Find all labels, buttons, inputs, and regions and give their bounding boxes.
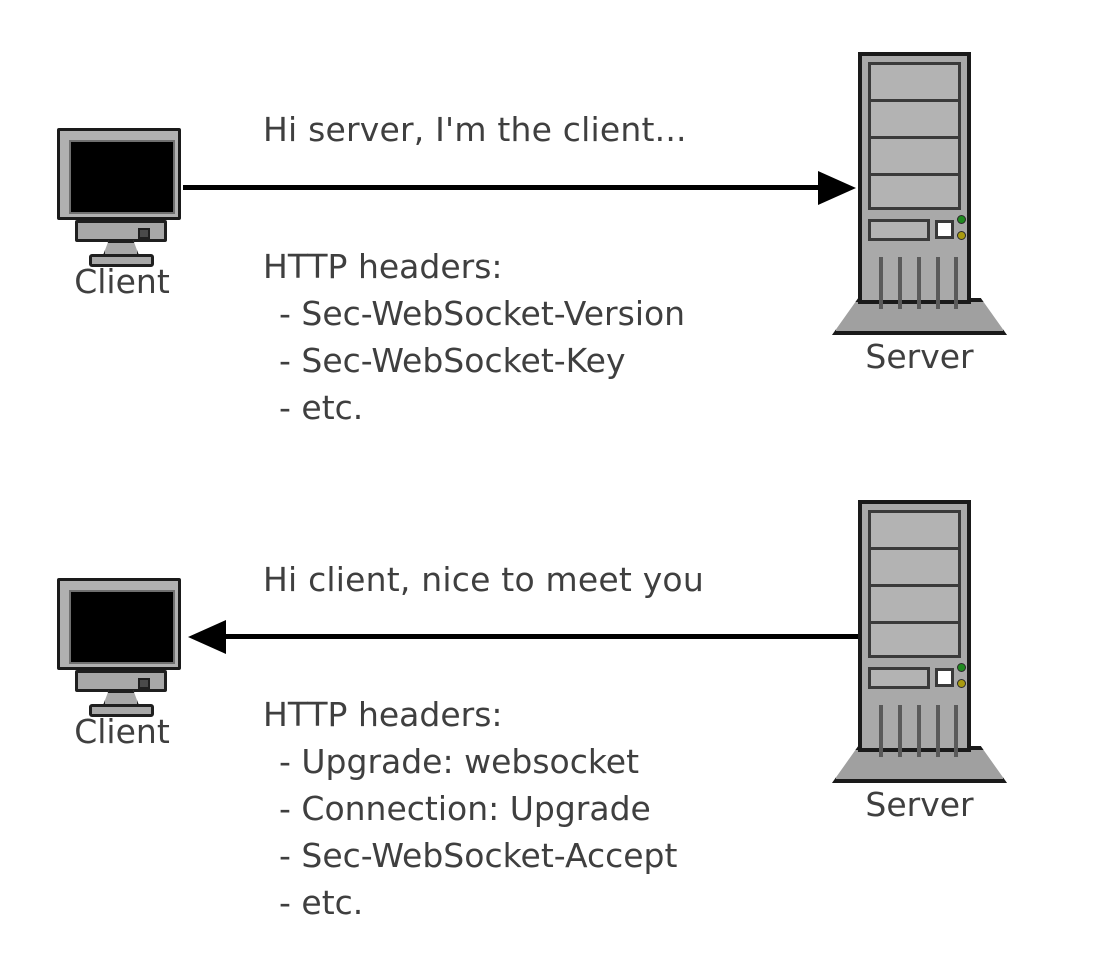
server-bay-divider [868,173,961,176]
monitor-screen [69,590,175,664]
server-led-green-icon [957,663,966,672]
server-response-headers: HTTP headers: - Upgrade: websocket - Con… [263,691,677,926]
header-item: - Sec-WebSocket-Accept [279,836,678,875]
monitor-neck-bar [75,220,167,242]
arrow-head-right-icon [818,171,856,205]
server-power-button [935,220,954,239]
monitor-base [89,704,154,717]
server-front-panel [868,667,930,689]
server-vent [917,705,921,757]
server-tower-icon-bottom [832,500,1007,783]
server-vent [898,257,902,309]
server-vent [936,257,940,309]
server-bay-divider [868,584,961,587]
header-item: - Upgrade: websocket [279,742,640,781]
arrow-line [183,185,821,190]
client-to-server-message: Hi server, I'm the client... [263,110,687,149]
server-led-green-icon [957,215,966,224]
client-monitor-icon [57,128,187,278]
header-item: - Sec-WebSocket-Key [279,341,626,380]
monitor-port-notch [138,678,150,689]
server-bay-divider [868,621,961,624]
server-vent [954,257,958,309]
client-request-headers: HTTP headers: - Sec-WebSocket-Version - … [263,243,685,431]
server-bay-divider [868,99,961,102]
headers-title: HTTP headers: [263,695,503,734]
client-label-top: Client [74,262,170,301]
server-vent [898,705,902,757]
server-vent [879,705,883,757]
server-vent [879,257,883,309]
monitor-neck-bar [75,670,167,692]
server-front-panel [868,219,930,241]
monitor-screen [69,140,175,214]
server-bay-divider [868,547,961,550]
client-monitor-icon-bottom [57,578,187,728]
server-vent [954,705,958,757]
header-item: - Sec-WebSocket-Version [279,294,686,333]
server-bay-divider [868,136,961,139]
server-led-yellow-icon [957,231,966,240]
server-power-button [935,668,954,687]
client-label-bottom: Client [74,712,170,751]
arrow-line [226,634,860,639]
monitor-port-notch [138,228,150,239]
monitor-bezel [57,128,181,220]
server-to-client-message: Hi client, nice to meet you [263,560,704,599]
arrow-head-left-icon [188,620,226,654]
header-item: - etc. [279,883,364,922]
headers-title: HTTP headers: [263,247,503,286]
header-item: - etc. [279,388,364,427]
monitor-bezel [57,578,181,670]
monitor-base [89,254,154,267]
server-label-bottom: Server [865,785,974,824]
server-label-top: Server [865,337,974,376]
server-led-yellow-icon [957,679,966,688]
server-vent [917,257,921,309]
server-tower-icon-top [832,52,1007,335]
server-vent [936,705,940,757]
header-item: - Connection: Upgrade [279,789,651,828]
